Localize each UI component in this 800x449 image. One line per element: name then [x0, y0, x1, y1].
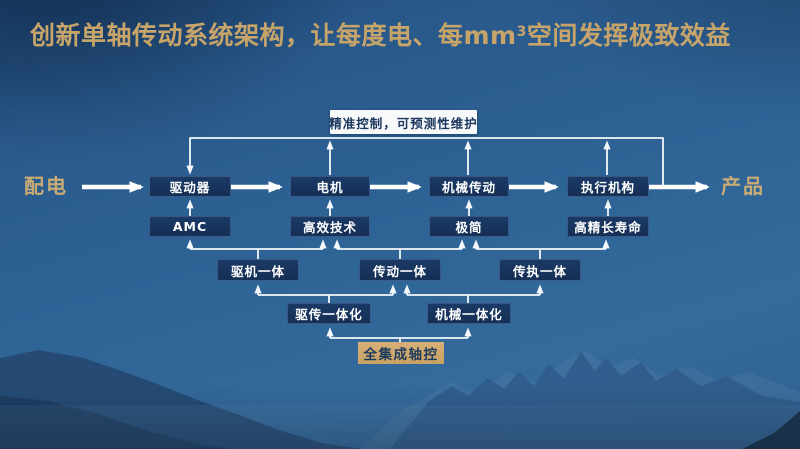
node-fully-integrated-axis-control: 全集成轴控 [358, 342, 444, 364]
slide-title-suffix: 空间发挥极致效益 [526, 21, 731, 50]
feedback-loop [186, 137, 664, 186]
slide-title-superscript: 3 [516, 24, 527, 40]
node-transmission-actuator-integration: 传执一体 [499, 259, 581, 281]
left-foreground [0, 396, 232, 449]
fog-band [0, 405, 800, 449]
node-drive-machine-integration: 驱机一体 [217, 259, 299, 281]
node-high-precision-longevity: 高精长寿命 [567, 216, 649, 237]
node-high-efficiency: 高效技术 [290, 216, 370, 237]
label-power-input: 配电 [24, 174, 68, 198]
node-transmission-integration: 传动一体 [359, 259, 441, 281]
integration-level1-connectors [186, 239, 610, 260]
corner-silhouette [742, 411, 800, 449]
node-amc: AMC [149, 216, 231, 237]
attribute-arrows [186, 199, 612, 216]
mid-peaks [390, 352, 800, 449]
node-drive-transmission-integration: 驱传一体化 [287, 303, 371, 324]
integration-level2-connectors [254, 284, 544, 304]
slide-title-text: 创新单轴传动系统架构，让每度电、每mm [30, 21, 517, 50]
node-mechanical-integration: 机械一体化 [427, 303, 511, 324]
node-control-feedback: 精准控制，可预测性维护 [329, 110, 477, 134]
node-driver: 驱动器 [149, 176, 231, 197]
node-mechanical-transmission: 机械传动 [429, 176, 509, 197]
integration-root-connectors [326, 327, 472, 342]
node-actuator: 执行机构 [567, 176, 649, 197]
node-motor: 电机 [290, 176, 370, 197]
slide-title: 创新单轴传动系统架构，让每度电、每mm3空间发挥极致效益 [30, 16, 770, 52]
label-product-output: 产品 [721, 174, 765, 198]
node-minimalist: 极简 [429, 216, 509, 237]
